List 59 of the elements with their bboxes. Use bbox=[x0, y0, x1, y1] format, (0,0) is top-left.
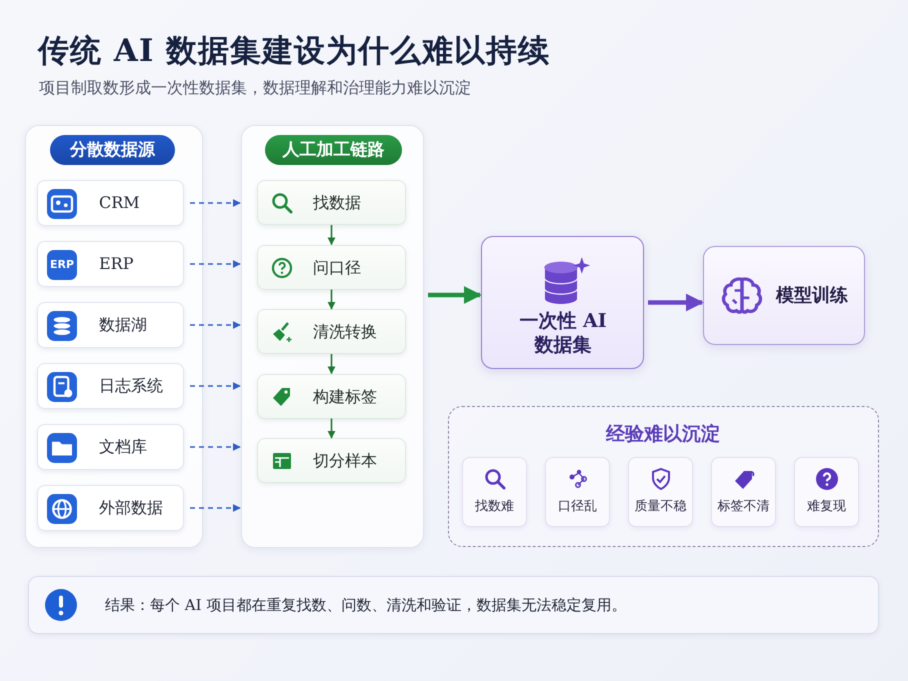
source-label: 数据湖 bbox=[99, 314, 147, 336]
training-box bbox=[703, 246, 865, 345]
arrow bbox=[190, 382, 241, 390]
step-label: 问口径 bbox=[313, 256, 361, 278]
arrow bbox=[328, 225, 336, 246]
issue-card bbox=[462, 457, 527, 527]
panel-heading: 经验难以沉淀 bbox=[604, 422, 721, 447]
arrow bbox=[190, 504, 241, 512]
result-text: 结果：每个 AI 项目都在重复找数、问数、清洗和验证，数据集无法稳定复用。 bbox=[105, 595, 626, 616]
issue-label: 难复现 bbox=[806, 498, 847, 515]
step-card bbox=[257, 438, 406, 483]
arrow bbox=[328, 354, 336, 374]
step-card bbox=[257, 374, 406, 418]
dataset-box bbox=[481, 236, 644, 369]
dashed-panel bbox=[448, 406, 879, 547]
source-card bbox=[37, 363, 184, 409]
source-card bbox=[37, 302, 184, 348]
source-label: ERP bbox=[99, 253, 134, 275]
arrow bbox=[428, 286, 482, 304]
step-label: 构建标签 bbox=[313, 386, 377, 408]
arrow bbox=[648, 294, 704, 312]
subtitle: 项目制取数形成一次性数据集，数据理解和治理能力难以沉淀 bbox=[39, 78, 471, 99]
panel bbox=[241, 125, 424, 548]
source-label: 日志系统 bbox=[99, 375, 163, 397]
issue-label: 质量不稳 bbox=[634, 498, 688, 515]
issue-card bbox=[545, 457, 610, 527]
title: 传统 AI 数据集建设为什么难以持续 bbox=[38, 32, 550, 71]
step-card bbox=[257, 244, 406, 290]
step-label: 清洗转换 bbox=[313, 321, 377, 343]
step-label: 切分样本 bbox=[313, 450, 377, 472]
heading-pill: 人工加工链路 bbox=[265, 135, 402, 165]
source-card bbox=[37, 180, 184, 226]
step-label: 找数据 bbox=[313, 192, 361, 214]
source-card bbox=[37, 241, 184, 287]
arrow bbox=[190, 443, 241, 451]
heading-pill: 分散数据源 bbox=[50, 135, 175, 165]
arrow bbox=[190, 199, 241, 207]
training-label: 模型训练 bbox=[776, 284, 848, 308]
source-label: CRM bbox=[99, 192, 140, 214]
arrow bbox=[328, 290, 336, 310]
arrow bbox=[328, 418, 336, 439]
erp-badge: ERP bbox=[47, 250, 77, 280]
source-label: 外部数据 bbox=[99, 497, 163, 519]
step-card bbox=[257, 180, 406, 225]
dataset-label: 一次性 AI 数据集 bbox=[518, 309, 608, 357]
source-card bbox=[37, 424, 184, 470]
issue-card bbox=[794, 457, 859, 527]
result-bar bbox=[28, 576, 879, 634]
step-card bbox=[257, 309, 406, 354]
source-label: 文档库 bbox=[99, 436, 147, 458]
issue-label: 口径乱 bbox=[557, 498, 598, 515]
arrow bbox=[190, 260, 241, 268]
panel bbox=[25, 125, 203, 548]
source-card bbox=[37, 485, 184, 531]
issue-label: 找数难 bbox=[474, 498, 515, 515]
issue-label: 标签不清 bbox=[716, 498, 770, 515]
issue-card bbox=[628, 457, 693, 527]
issue-card bbox=[711, 457, 776, 527]
arrow bbox=[190, 321, 241, 329]
